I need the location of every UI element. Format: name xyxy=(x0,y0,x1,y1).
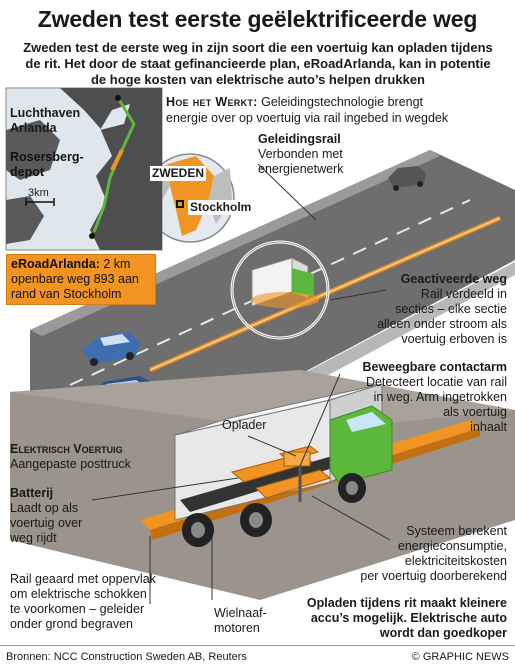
inset-city-label: Stockholm xyxy=(188,200,254,215)
truck-on-road xyxy=(230,240,330,340)
page-title: Zweden test eerste geëlektrificeerde weg xyxy=(37,6,478,32)
subtitle-line: de rit. Het door de staat gefinancieerde… xyxy=(25,56,491,71)
label-charger: Oplader xyxy=(222,418,267,432)
label-charging-benefit: Opladen tijdens rit maakt kleinere accu’… xyxy=(306,596,507,640)
car-front xyxy=(82,332,140,366)
label-rail: Geleidingsrail Verbonden met energienetw… xyxy=(258,132,344,176)
copyright: © GRAPHIC NEWS xyxy=(411,651,509,663)
map-label-luchthaven: Luchthaven Arlanda xyxy=(10,106,81,135)
eroad-title: eRoadArlanda: xyxy=(11,257,100,271)
how-heading: Hoe het Werkt: xyxy=(166,95,258,109)
wheels xyxy=(182,473,366,547)
label-system: Systeem berekent energieconsumptie, elek… xyxy=(360,524,507,583)
label-wheel-motors: Wielnaaf- motoren xyxy=(214,606,267,635)
location-map xyxy=(5,87,163,251)
label-activated-road: Geactiveerde weg Rail verdeeld in sectie… xyxy=(377,272,507,346)
map-scale-label: 3km xyxy=(28,187,49,199)
eroad-callout: eRoadArlanda: 2 km openbare weg 893 aan … xyxy=(6,254,156,305)
leader-lines xyxy=(91,163,391,604)
map-label-rosersberg: Rosersberg- depot xyxy=(10,150,84,179)
truck-cutaway xyxy=(174,383,393,547)
page-subtitle: Zweden test de eerste weg in zijn soort … xyxy=(8,40,508,88)
source-credit: Bronnen: NCC Construction Sweden AB, Reu… xyxy=(6,651,247,663)
subtitle-line: Zweden test de eerste weg in zijn soort … xyxy=(23,40,493,55)
subtitle-line: de hoge kosten van elektrische auto’s he… xyxy=(90,72,425,87)
label-contact-arm: Beweegbare contactarm Detecteert locatie… xyxy=(362,360,507,434)
label-battery: Batterij Laadt op als voertuig over weg … xyxy=(10,486,83,545)
label-vehicle: Elektrisch Voertuig Aangepaste posttruck xyxy=(10,442,131,471)
footer-divider xyxy=(0,645,515,646)
label-grounded-rail: Rail geaard met oppervlak om elektrische… xyxy=(10,572,156,631)
car-distant xyxy=(388,166,426,191)
inset-country-label: ZWEDEN xyxy=(150,166,206,181)
how-it-works: Hoe het Werkt: Geleidingstechnologie bre… xyxy=(166,95,449,125)
